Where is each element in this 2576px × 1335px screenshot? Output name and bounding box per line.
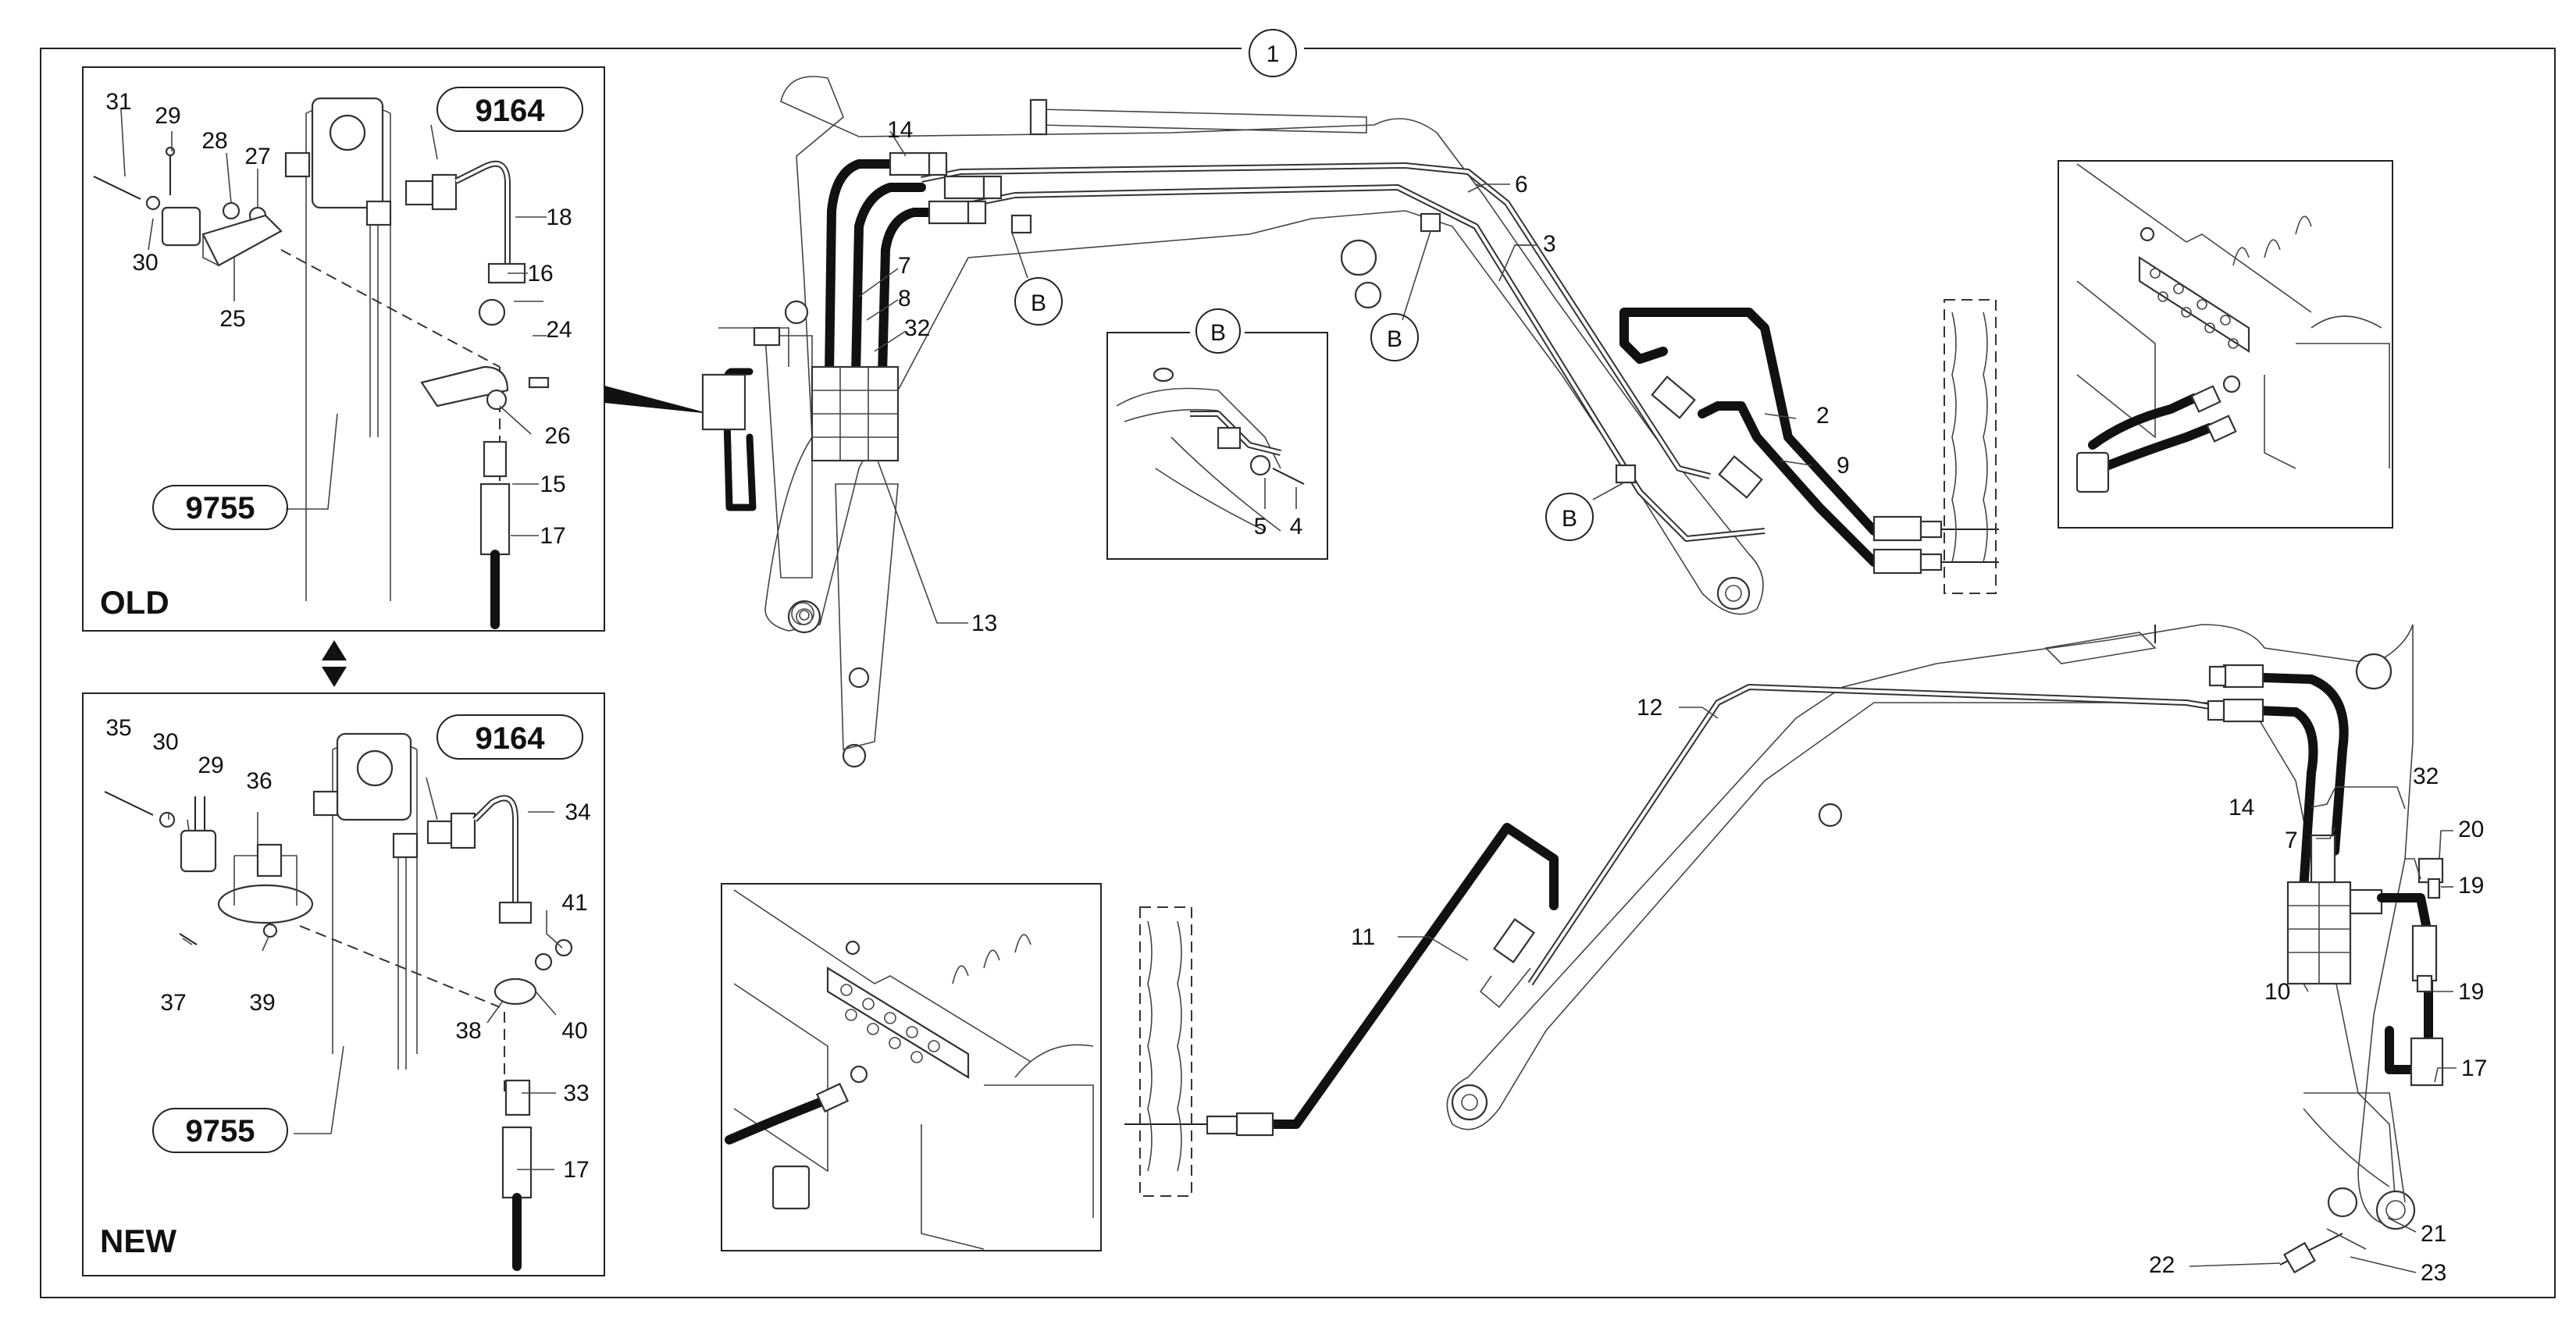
b-marker — [1014, 277, 1063, 326]
b-marker-text: B — [1562, 506, 1577, 532]
panel-old: 9164 9755 31 29 28 27 30 25 18 16 24 26 … — [82, 66, 605, 632]
lower-label-32: 32 — [2413, 764, 2439, 789]
old-label-15: 15 — [540, 472, 565, 497]
old-badge-9755 — [152, 485, 288, 530]
lower-boom: 12 11 32 14 7 20 19 10 19 17 21 22 23 — [1124, 624, 2487, 1286]
assembly-callout-number: 1 — [1267, 41, 1280, 67]
old-label-16: 16 — [527, 261, 553, 287]
assembly-callout: 1 — [1242, 28, 1304, 77]
detail-b-label-5: 5 — [1254, 514, 1267, 539]
new-label-37: 37 — [160, 990, 186, 1016]
upper-label-32: 32 — [904, 315, 930, 341]
old-label-27: 27 — [244, 144, 270, 169]
lower-label-12: 12 — [1637, 695, 1662, 721]
old-badge-9164 — [436, 87, 583, 132]
b-marker-text: B — [1387, 326, 1402, 352]
lower-label-21: 21 — [2421, 1221, 2446, 1247]
lower-label-22: 22 — [2149, 1252, 2175, 1278]
new-badge-9755-text: 9755 — [186, 1114, 255, 1148]
new-label-29: 29 — [198, 753, 223, 778]
detail-b-title: B — [1210, 320, 1226, 346]
upper-label-3: 3 — [1543, 231, 1556, 257]
old-label-29: 29 — [155, 103, 180, 129]
new-panel-title: NEW — [100, 1223, 176, 1259]
new-label-38: 38 — [455, 1018, 481, 1044]
old-panel-title: OLD — [100, 584, 169, 621]
old-badge-9755-text: 9755 — [186, 491, 255, 525]
b-marker — [1545, 493, 1594, 541]
new-label-36: 36 — [246, 768, 272, 794]
new-badge-9755 — [152, 1108, 288, 1153]
lower-label-19: 19 — [2458, 979, 2484, 1005]
lower-label-11: 11 — [1351, 924, 1375, 950]
new-label-35: 35 — [105, 715, 131, 741]
upper-label-7: 7 — [898, 253, 911, 279]
old-label-31: 31 — [105, 89, 131, 115]
new-badge-9164-text: 9164 — [476, 721, 546, 756]
b-marker-text: B — [1031, 290, 1046, 316]
new-label-41: 41 — [561, 890, 587, 916]
lower-label-19: 19 — [2458, 873, 2484, 899]
upper-label-6: 6 — [1515, 172, 1528, 198]
old-label-25: 25 — [219, 306, 245, 332]
new-badge-9164 — [436, 714, 583, 760]
old-label-30: 30 — [132, 250, 158, 276]
old-label-17: 17 — [540, 523, 565, 549]
b-marker — [1370, 313, 1419, 361]
detail-pointer — [604, 386, 711, 414]
panel-new: 9164 9755 35 30 29 36 34 41 37 39 38 40 … — [82, 692, 605, 1276]
inset-top-right — [2058, 160, 2393, 529]
detail-b: B 5 4 — [1106, 308, 1328, 560]
new-label-33: 33 — [563, 1080, 589, 1106]
lower-label-14: 14 — [2229, 795, 2254, 821]
lower-label-10: 10 — [2264, 979, 2290, 1005]
detail-b-label-4: 4 — [1290, 514, 1303, 539]
upper-boom: 14 7 8 32 13 6 3 2 9 B B B — [701, 76, 1999, 768]
lower-label-17: 17 — [2461, 1056, 2487, 1081]
upper-label-14: 14 — [887, 117, 913, 143]
upper-label-9: 9 — [1837, 453, 1850, 479]
old-label-18: 18 — [546, 205, 572, 230]
new-label-17: 17 — [563, 1157, 589, 1183]
upper-label-13: 13 — [971, 611, 997, 636]
lower-label-20: 20 — [2458, 817, 2484, 842]
old-new-arrow — [322, 640, 347, 687]
old-badge-9164-text: 9164 — [476, 94, 546, 128]
new-label-30: 30 — [152, 729, 178, 755]
upper-label-2: 2 — [1816, 403, 1830, 429]
lower-label-7: 7 — [2285, 828, 2298, 853]
lower-label-23: 23 — [2421, 1260, 2446, 1286]
old-label-24: 24 — [546, 317, 572, 343]
old-label-28: 28 — [201, 128, 227, 154]
upper-label-8: 8 — [898, 286, 911, 312]
inset-bottom-center — [721, 883, 1102, 1251]
new-label-34: 34 — [565, 799, 590, 825]
new-label-40: 40 — [561, 1018, 587, 1044]
old-label-26: 26 — [544, 423, 570, 449]
new-label-39: 39 — [249, 990, 275, 1016]
